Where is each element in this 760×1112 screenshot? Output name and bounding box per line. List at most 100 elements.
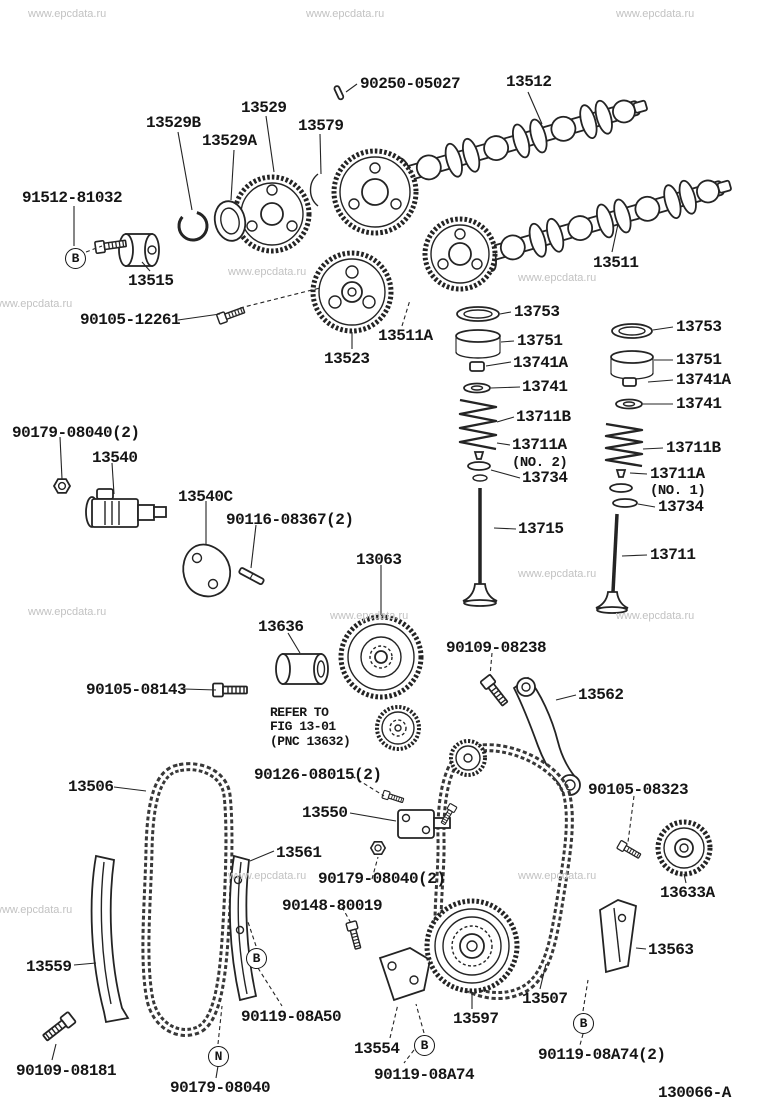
watermark: www.epcdata.ru (518, 272, 597, 284)
part-label-13753-left: 13753 (514, 303, 560, 321)
part-label-90250-05027: 90250-05027 (360, 75, 461, 93)
part-label-13741-right: 13741 (676, 395, 722, 413)
part-label-13633A: 13633A (660, 884, 715, 902)
watermark: www.epcdata.ru (28, 8, 107, 20)
bolt-90105-08323-drawing (616, 839, 643, 861)
watermark: www.epcdata.ru (518, 870, 597, 882)
watermark: www.epcdata.ru (616, 8, 695, 20)
part-label-13529: 13529 (241, 99, 287, 117)
watermark: www.epcdata.ru (330, 610, 409, 622)
part-label-13529B: 13529B (146, 114, 201, 132)
cam1-timing-sprocket (331, 148, 419, 236)
part-label-13734-left: 13734 (522, 469, 568, 487)
watermark: www.epcdata.ru (616, 610, 695, 622)
part-label-13741-left: 13741 (522, 378, 568, 396)
watermark: www.epcdata.ru (306, 8, 385, 20)
part-label-13751-left: 13751 (517, 332, 563, 350)
part-label-90105-08143: 90105-08143 (86, 681, 187, 699)
part-label-13506: 13506 (68, 778, 114, 796)
part-label-90116-08367: 90116-08367(2) (226, 511, 354, 529)
note-refer-to: REFER TO (270, 705, 329, 720)
note-no1: (NO. 1) (650, 483, 706, 499)
sprocket-pnc-13632-drawing (375, 705, 421, 751)
chain-guide-13563-drawing (599, 899, 637, 974)
chain-guide-13559-drawing (90, 854, 130, 1024)
part-label-13636: 13636 (258, 618, 304, 636)
part-label-13734-right: 13734 (658, 498, 704, 516)
part-label-13711B-right: 13711B (666, 439, 721, 457)
nut-90179-08040-top-drawing (53, 478, 71, 494)
part-label-13741A-right: 13741A (676, 371, 731, 389)
part-label-13523: 13523 (324, 350, 370, 368)
part-label-90105-08323: 90105-08323 (588, 781, 689, 799)
part-label-90119-08A50: 90119-08A50 (241, 1008, 342, 1026)
part-label-13540C: 13540C (178, 488, 233, 506)
bolt-90109-08181-drawing (40, 1010, 77, 1044)
valve-stack-left (455, 306, 501, 607)
chain-top-sprocket-drawing (449, 739, 487, 777)
part-label-13511: 13511 (593, 254, 639, 272)
part-label-13512: 13512 (506, 73, 552, 91)
valve-stack-right (595, 323, 654, 614)
watermark: www.epcdata.ru (228, 870, 307, 882)
callout-circle-b3: B (414, 1035, 435, 1056)
part-label-13715: 13715 (518, 520, 564, 538)
note-pnc-13632: (PNC 13632) (270, 734, 351, 749)
part-label-13540: 13540 (92, 449, 138, 467)
sprocket-13529-drawing (232, 174, 312, 254)
part-label-13515: 13515 (128, 272, 174, 290)
idler-gear-13633A-drawing (655, 819, 713, 877)
part-label-13563: 13563 (648, 941, 694, 959)
stud-90116-08367-drawing (238, 567, 265, 586)
bolt-90148-80019-drawing (345, 920, 364, 951)
part-label-90148-80019: 90148-80019 (282, 897, 383, 915)
oil-control-valve-13540-drawing (85, 488, 167, 528)
watermark: www.epcdata.ru (28, 606, 107, 618)
nut-90179-08040-mid-drawing (369, 840, 387, 856)
part-label-13753-right: 13753 (676, 318, 722, 336)
gear-13063-drawing (338, 614, 424, 700)
part-label-13711: 13711 (650, 546, 696, 564)
gasket-13540C-drawing (182, 543, 231, 598)
part-label-13562: 13562 (578, 686, 624, 704)
tensioner-arm-13562-drawing (512, 676, 581, 796)
timing-chain-13507-drawing (433, 743, 574, 1000)
leader-lines (51, 83, 687, 1079)
callout-circle-b2: B (246, 948, 267, 969)
part-label-90119-08A74: 90119-08A74 (374, 1066, 475, 1084)
part-label-90109-08238: 90109-08238 (446, 639, 547, 657)
part-label-13751-right: 13751 (676, 351, 722, 369)
part-label-90105-12261: 90105-12261 (80, 311, 181, 329)
part-label-13561: 13561 (276, 844, 322, 862)
crank-sprocket-13597-drawing (424, 898, 520, 994)
tensioner-13554-drawing (378, 947, 432, 1002)
cam2-timing-sprocket (422, 216, 498, 292)
watermark: www.epcdata.ru (228, 266, 307, 278)
camshaft-13512-drawing (345, 99, 648, 202)
cylinder-13636-drawing (275, 653, 329, 685)
part-label-13511A: 13511A (378, 327, 433, 345)
part-label-90179-08040-top: 90179-08040(2) (12, 424, 140, 442)
part-label-13711A-left: 13711A (512, 436, 567, 454)
part-label-90179-08040-mid: 90179-08040(2) (318, 870, 446, 888)
callout-circle-b1: B (65, 248, 86, 269)
part-label-13711B-left: 13711B (516, 408, 571, 426)
watermark: www.epcdata.ru (518, 568, 597, 580)
callout-circle-b4: B (573, 1013, 594, 1034)
diagram-code: 130066-A (658, 1084, 731, 1102)
part-label-91512-81032: 91512-81032 (22, 189, 123, 207)
part-label-13550: 13550 (302, 804, 348, 822)
part-label-13597: 13597 (453, 1010, 499, 1028)
part-label-13741A-left: 13741A (513, 354, 568, 372)
clip-13579-drawing (309, 173, 319, 207)
note-fig-13-01: FIG 13-01 (270, 719, 336, 734)
part-label-90126-08015: 90126-08015(2) (254, 766, 382, 784)
bolt-90109-08238-drawing (479, 673, 511, 709)
cam-part-13515-drawing (118, 233, 160, 267)
part-label-90179-08040-bottom: 90179-08040 (170, 1079, 271, 1097)
watermark: www.epcdata.ru (0, 298, 73, 310)
callout-circle-n1: N (208, 1046, 229, 1067)
watermark: www.epcdata.ru (0, 904, 73, 916)
